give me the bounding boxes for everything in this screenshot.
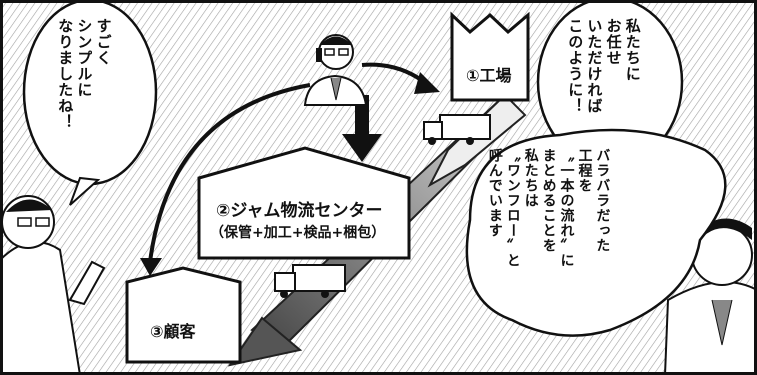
customer-house-icon [125, 266, 242, 364]
truck-icon [274, 264, 346, 298]
bubble-line: お任せ [604, 18, 623, 66]
bubble-line: シンプルに [75, 18, 94, 98]
bubble-line: 私たちは [522, 148, 539, 208]
speech-bubble-bottom-right [465, 128, 727, 337]
customer-label: ③顧客 [150, 322, 196, 341]
man-smiling-right [663, 218, 757, 375]
businessman-on-phone [303, 34, 368, 106]
bubble-top-right-text: 私たちに お任せ いただければ このように！ [565, 18, 642, 158]
bubble-line: なりましたね！ [56, 18, 75, 130]
truck-icon [423, 114, 491, 145]
bubble-line: 工程を [576, 148, 593, 193]
logistics-center-icon [197, 146, 411, 260]
bubble-line: 私たちに [623, 18, 642, 82]
bubble-line: 〝一本の流れ〟に [558, 148, 575, 268]
bubble-line: 〝ワンフロー〟と [504, 148, 521, 268]
bubble-line: すごく [94, 18, 113, 66]
bubble-line: バラバラだった [594, 148, 611, 253]
bubble-line: いただければ [585, 18, 604, 114]
bubble-bottom-right-text: バラバラだった 工程を 〝一本の流れ〟に まとめることを 私たちは 〝ワンフロー… [485, 148, 610, 323]
factory-icon [450, 11, 530, 102]
bubble-left-text: すごく シンプルに なりましたね！ [55, 18, 113, 178]
factory-label: ①工場 [466, 66, 512, 85]
man-pointing-left [0, 195, 106, 375]
center-subtitle: （保管+加工+検品+梱包） [210, 225, 386, 241]
bubble-line: 呼んでいます [486, 148, 503, 238]
bubble-line: このように！ [566, 18, 585, 114]
center-title: ②ジャム物流センター [216, 201, 383, 221]
bubble-line: まとめることを [540, 148, 557, 253]
arrow-to-customer [148, 83, 311, 263]
